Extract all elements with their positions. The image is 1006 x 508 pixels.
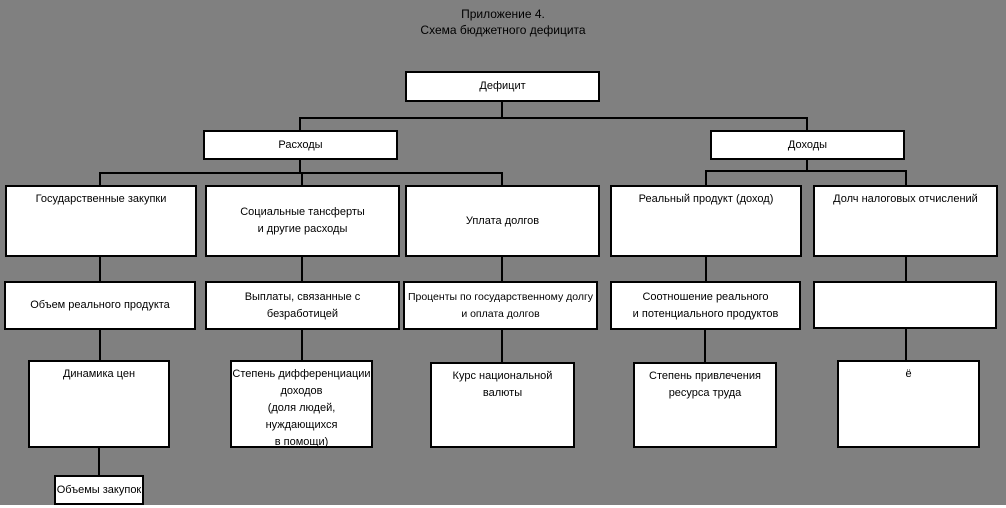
connector [299,160,301,174]
connector [501,328,503,362]
node-purchases-volume: Объемы закупок [54,475,144,505]
connector [501,172,503,185]
connector [299,117,808,119]
node-debt-payment: Уплата долгов [405,185,600,257]
connector [905,328,907,360]
connector [99,255,101,281]
connector [905,170,907,185]
node-expenses: Расходы [203,130,398,160]
connector [99,328,101,360]
connector [705,170,907,172]
connector [99,172,101,185]
node-social-transfers: Социальные тансферты и другие расходы [205,185,400,257]
node-state-debt-interest: Проценты по государственному долгу и опл… [403,281,598,330]
diagram-title: Приложение 4. Схема бюджетного дефицита [420,7,586,37]
node-income-differentiation: Степень дифференциации доходов (доля люд… [230,360,373,448]
connector [301,172,303,185]
connector [301,255,303,281]
connector [98,446,100,475]
node-labor-attraction: Степень привлечения ресурса труда [633,362,777,448]
connector [301,328,303,360]
node-gov-purchases: Государственные закупки [5,185,197,257]
connector [704,328,706,362]
node-products-ratio: Соотношение реального и потенциального п… [610,281,801,330]
connector [705,170,707,185]
connector [705,255,707,281]
node-unemployment-payments: Выплаты, связанные с безработицей [205,281,400,330]
node-currency-rate: Курс национальной валюты [430,362,575,448]
connector [299,117,301,130]
connector [501,102,503,117]
node-incomes: Доходы [710,130,905,160]
connector [905,255,907,281]
node-real-product-volume: Объем реального продукта [4,281,196,330]
node-tax-share: Долч налоговых отчислений [813,185,998,257]
node-deficit: Дефицит [405,71,600,102]
node-yo-cell: ё [837,360,980,448]
connector [806,160,808,170]
connector [806,117,808,130]
node-real-product: Реальный продукт (доход) [610,185,802,257]
connector [501,255,503,281]
node-empty-cell [813,281,997,329]
node-price-dynamics: Динамика цен [28,360,170,448]
